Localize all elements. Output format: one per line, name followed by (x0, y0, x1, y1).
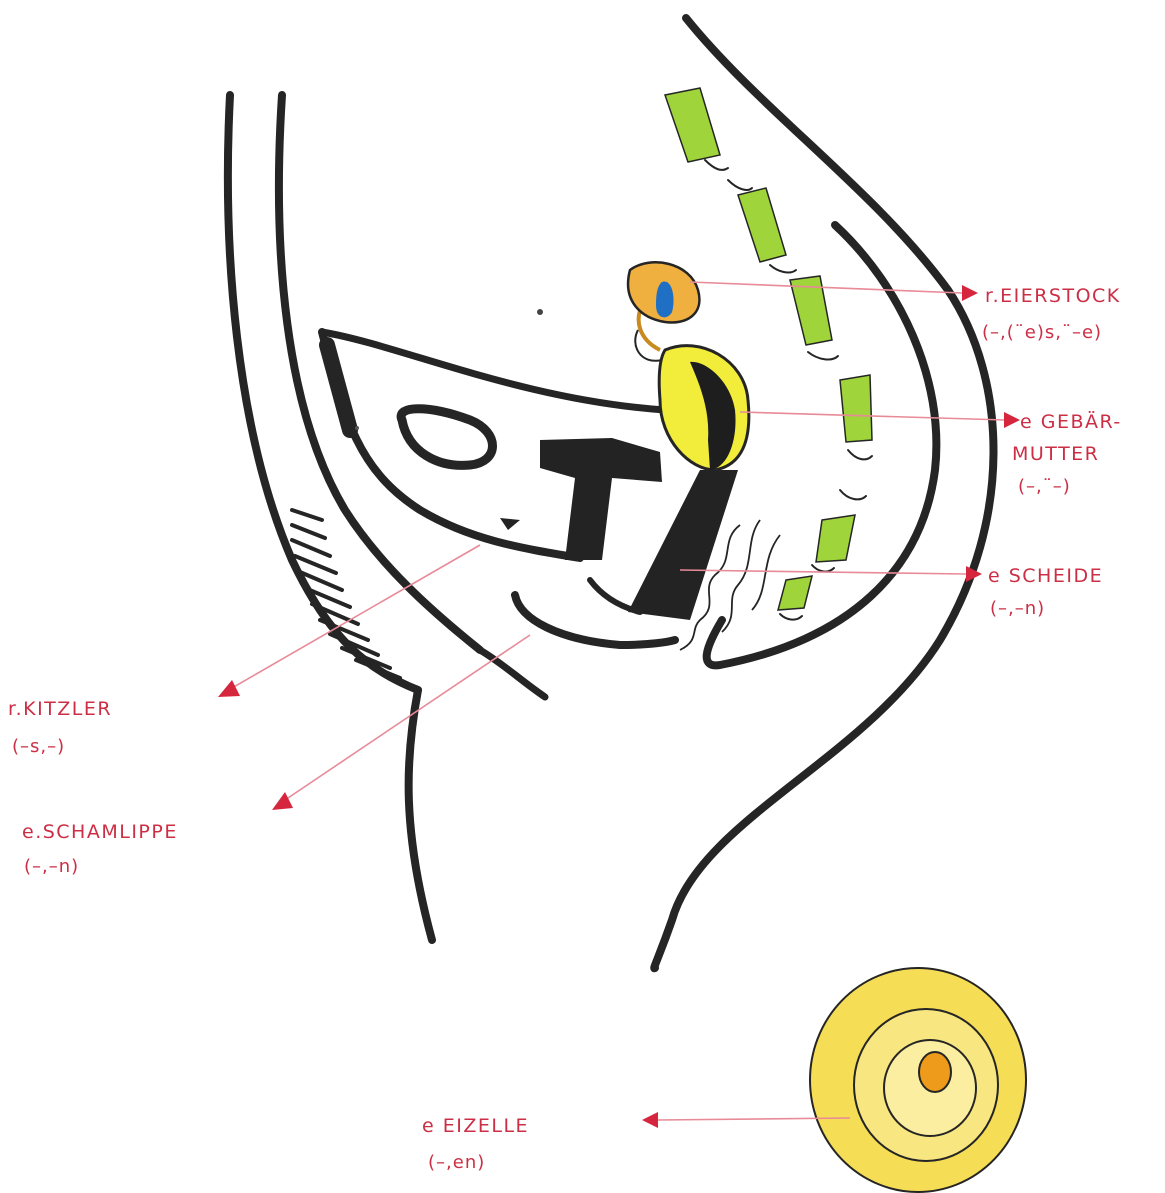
svg-text:e EIZELLE: e EIZELLE (422, 1115, 529, 1137)
label-uterus: e GEBÄR- MUTTER (–,¨–) (1012, 410, 1122, 497)
label-egg: e EIZELLE (–,en) (422, 1115, 529, 1173)
label-clitoris: r.KITZLER (–s,–) (8, 698, 112, 757)
svg-text:(–s,–): (–s,–) (12, 736, 65, 757)
vagina-shape (515, 470, 738, 645)
svg-text:(–,¨–): (–,¨–) (1018, 476, 1071, 497)
urethra (500, 438, 662, 560)
bladder (322, 309, 665, 558)
label-ovary: r.EIERSTOCK (–,(¨e)s,¨–e) (982, 285, 1121, 343)
svg-text:MUTTER: MUTTER (1012, 443, 1099, 465)
label-vagina: e SCHEIDE (–,–n) (988, 565, 1103, 619)
svg-text:(–,–n): (–,–n) (24, 856, 79, 877)
svg-text:r.KITZLER: r.KITZLER (8, 698, 112, 720)
svg-text:e GEBÄR-: e GEBÄR- (1020, 410, 1122, 433)
body-outline (228, 18, 994, 968)
svg-text:(–,(¨e)s,¨–e): (–,(¨e)s,¨–e) (982, 322, 1102, 343)
egg-cell (810, 968, 1026, 1192)
svg-text:e.SCHAMLIPPE: e.SCHAMLIPPE (22, 821, 178, 843)
uterus (639, 300, 749, 470)
svg-text:(–,–n): (–,–n) (990, 598, 1045, 619)
svg-text:e SCHEIDE: e SCHEIDE (988, 565, 1103, 587)
svg-text:(–,en): (–,en) (428, 1152, 485, 1173)
label-labia: e.SCHAMLIPPE (–,–n) (22, 821, 178, 877)
svg-text:r.EIERSTOCK: r.EIERSTOCK (985, 285, 1121, 307)
